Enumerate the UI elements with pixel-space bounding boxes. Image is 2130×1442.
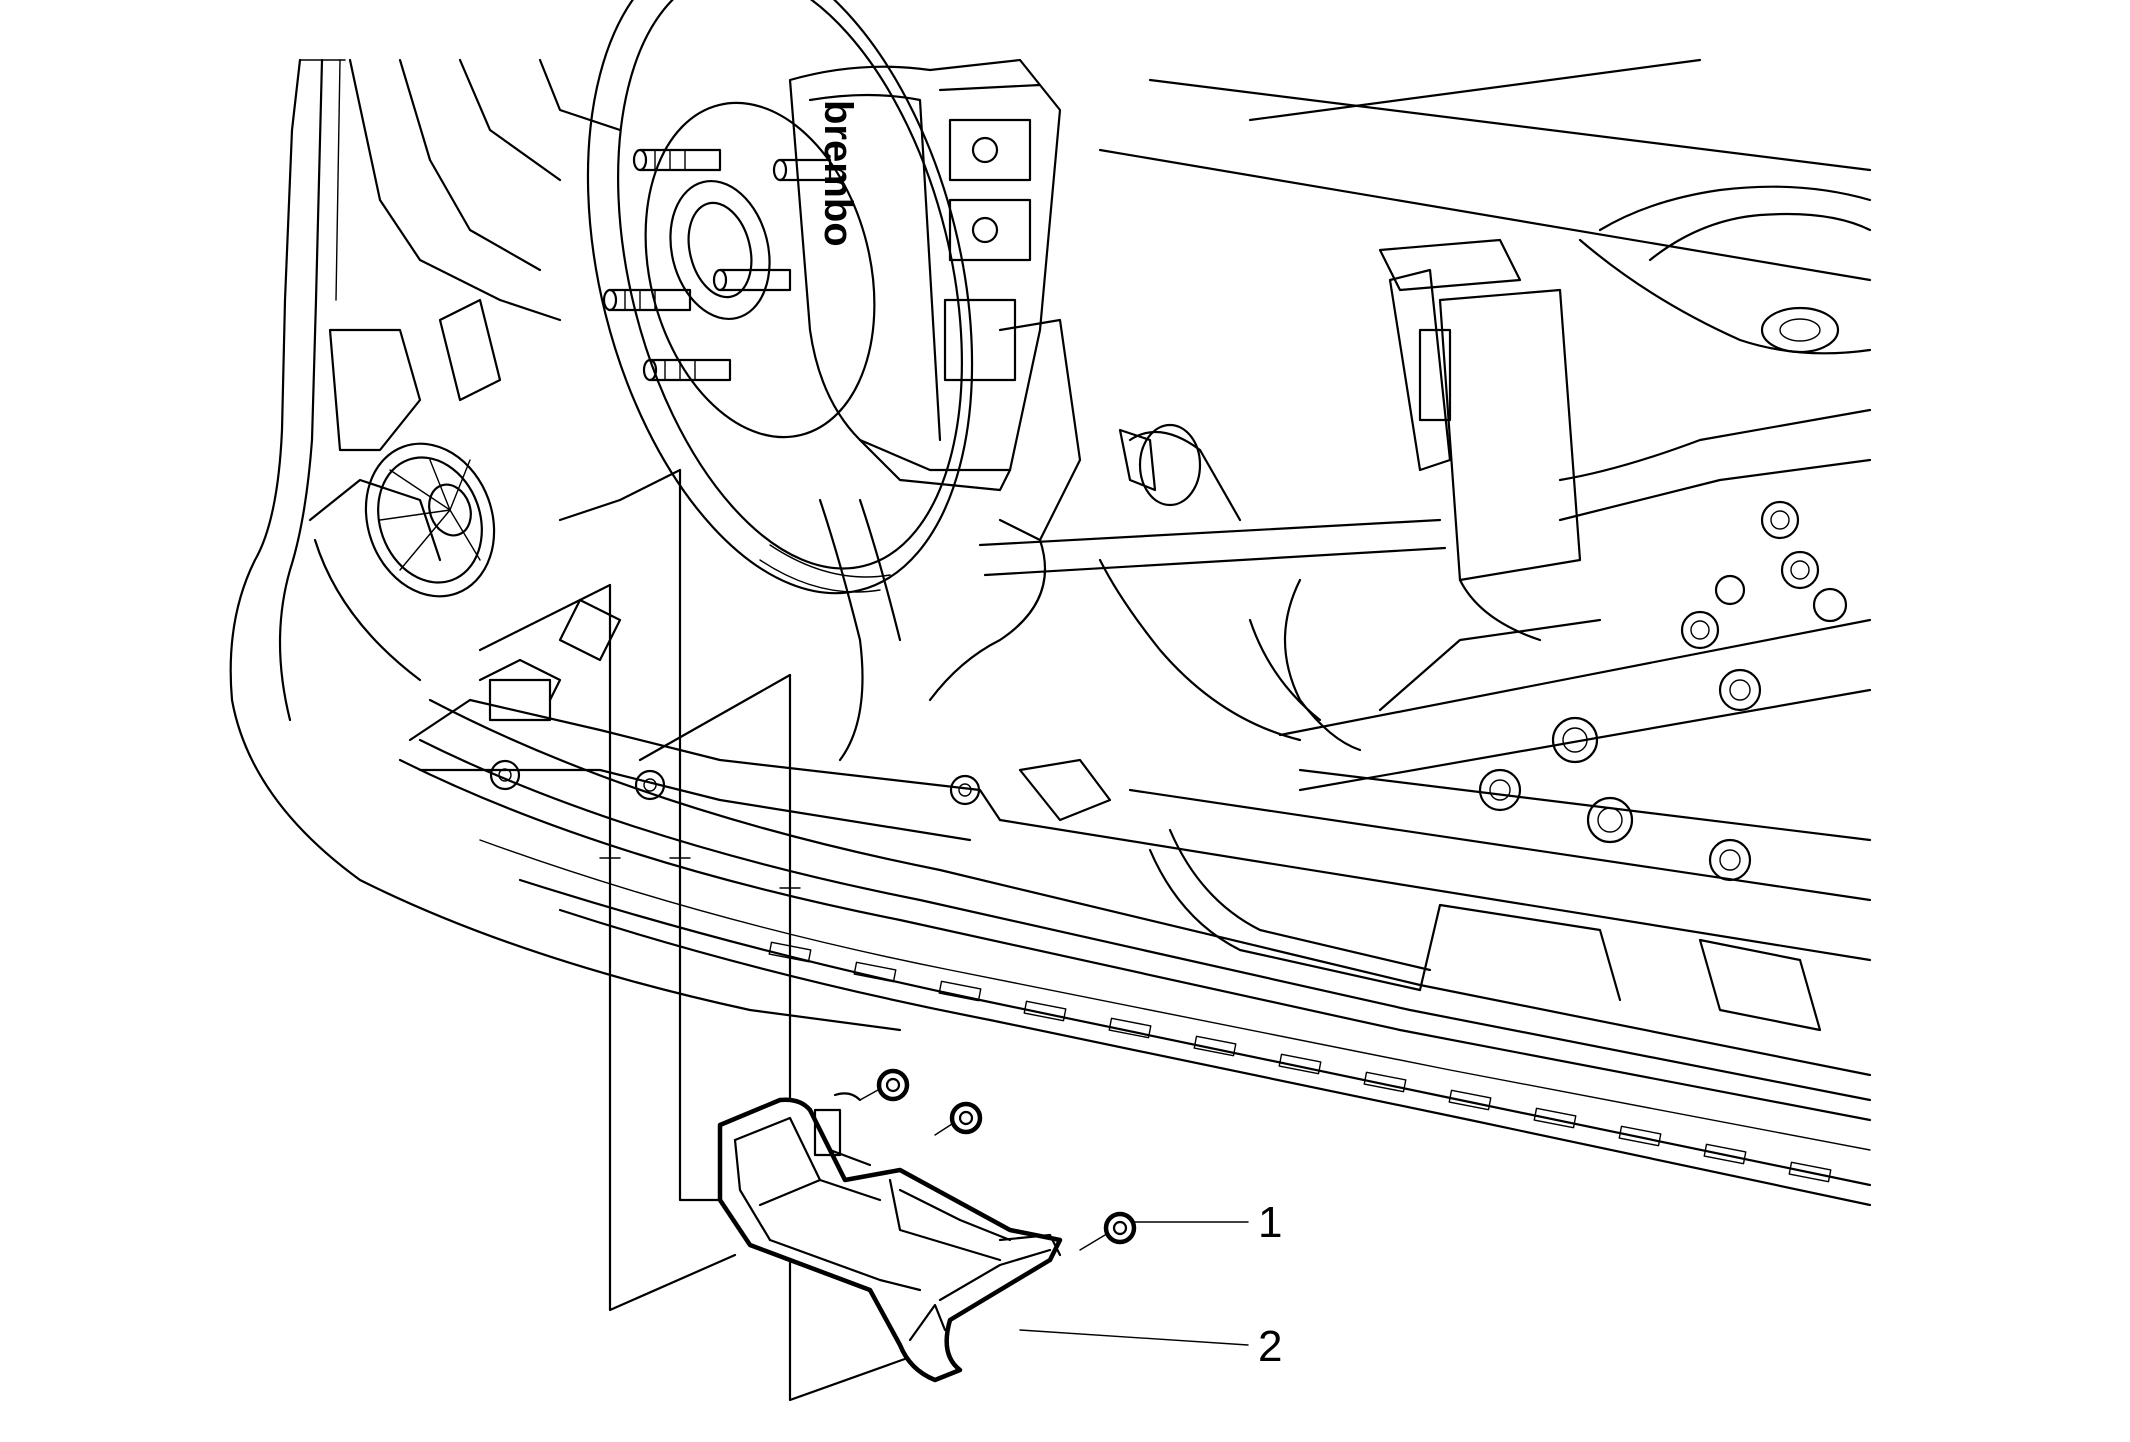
callout-2: 2 bbox=[1019, 1322, 1282, 1371]
shield-access-holes bbox=[1478, 500, 1848, 882]
callout-1: 1 bbox=[1134, 1198, 1282, 1247]
fastener-nut bbox=[934, 1101, 983, 1136]
tie-rod bbox=[978, 423, 1447, 752]
fastener-nut bbox=[1079, 1211, 1137, 1251]
brake-caliper: brembo bbox=[788, 58, 1062, 492]
wheel-stud bbox=[632, 148, 722, 172]
callout-2-leader bbox=[1019, 1329, 1249, 1346]
brake-rotor bbox=[586, 0, 974, 595]
frame-crossmember bbox=[1098, 58, 1872, 642]
front-fascia bbox=[229, 58, 902, 1032]
fastener-nut bbox=[859, 1068, 910, 1102]
wheel-stud bbox=[642, 358, 732, 382]
left-frame-area bbox=[308, 58, 622, 562]
bracket-shield bbox=[717, 1092, 1063, 1383]
wheel-stud bbox=[772, 158, 832, 182]
steering-knuckle bbox=[818, 318, 1082, 762]
wheel-stud bbox=[712, 268, 792, 292]
callout-2-label: 2 bbox=[1258, 1322, 1282, 1371]
underbody-shield bbox=[998, 500, 1872, 1032]
wheel-studs bbox=[602, 148, 832, 382]
cooling-fan bbox=[364, 442, 496, 598]
deflector-slots bbox=[768, 941, 1832, 1183]
caliper-brand-marking: brembo bbox=[816, 100, 860, 247]
fastener-nuts bbox=[859, 1068, 1137, 1251]
wheel-stud bbox=[602, 288, 692, 312]
callout-1-label: 1 bbox=[1258, 1198, 1282, 1247]
front-lower-tray bbox=[408, 598, 1112, 842]
